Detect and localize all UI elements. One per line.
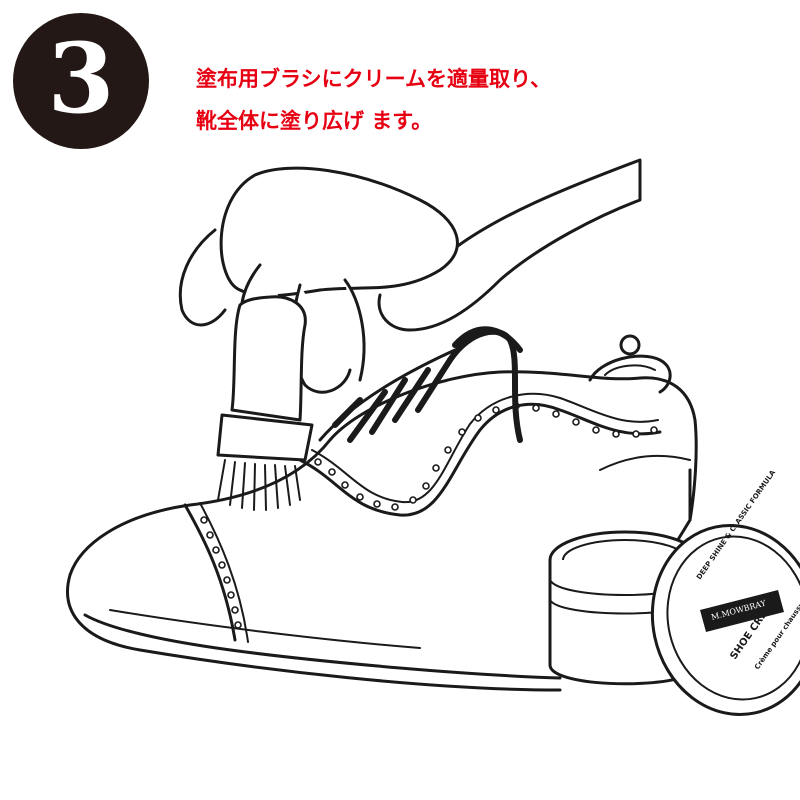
application-brush <box>216 295 314 511</box>
shoe-tree-knob <box>588 334 672 394</box>
step-badge: 3 <box>13 13 149 149</box>
hand <box>178 158 642 394</box>
instruction-line-1: 塗布用ブラシにクリームを適量取り、 <box>196 67 552 91</box>
instruction-text: 塗布用ブラシにクリームを適量取り、 靴全体に塗り広げ ます。 <box>196 58 636 142</box>
lid-label-band <box>700 590 784 632</box>
jar-lid: M.MOWBRAY DEEP SHINE & CLASSIC FORMULA S… <box>650 468 800 716</box>
step-number: 3 <box>47 22 115 135</box>
shoe-upper <box>68 348 698 649</box>
brogue-perforations <box>200 402 658 629</box>
instruction-line-2: 靴全体に塗り広げ ます。 <box>196 109 433 133</box>
shoelaces <box>332 326 523 443</box>
